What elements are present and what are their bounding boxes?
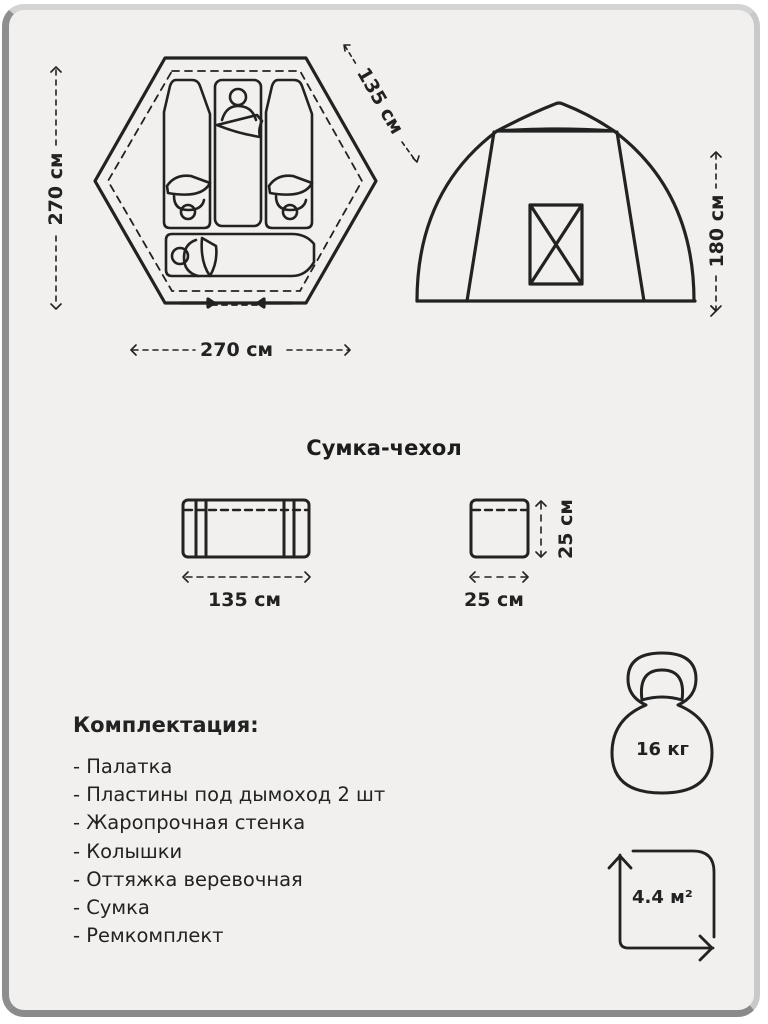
- side-height-label: 180 см: [706, 194, 728, 268]
- width-dimension-arrow: [130, 344, 351, 356]
- bag-end-icon: [469, 498, 530, 559]
- kit-title: Комплектация:: [73, 713, 259, 737]
- window-icon: [528, 203, 584, 286]
- floor-depth-label: 270 см: [45, 152, 67, 226]
- kit-item: - Колышки: [73, 839, 183, 863]
- bag-width-arrow: [469, 571, 529, 583]
- kit-list: - Палатка - Пластины под дымоход 2 шт - …: [73, 753, 385, 950]
- tent-side-view-icon: [415, 101, 697, 303]
- bag-long-icon: [181, 498, 311, 559]
- bag-length-arrow: [182, 571, 311, 583]
- area-icon: [607, 849, 716, 962]
- bag-title: Сумка-чехол: [306, 436, 462, 460]
- tent-floor-plan-icon: [93, 56, 378, 309]
- kit-item: - Оттяжка веревочная: [73, 867, 303, 891]
- kit-item: - Сумка: [73, 896, 150, 920]
- weight-kettlebell-icon: [610, 651, 714, 795]
- bag-length-label: 135 см: [208, 589, 282, 611]
- kit-item: - Пластины под дымоход 2 шт: [73, 783, 386, 807]
- height-dimension-arrow: [710, 151, 722, 317]
- depth-dimension-arrow: [50, 66, 62, 310]
- bag-width-label: 25 см: [464, 589, 524, 611]
- weight-value: 16 кг: [636, 739, 689, 760]
- bag-height-label: 25 см: [555, 499, 577, 559]
- side-dimension-arrow: [343, 44, 420, 163]
- floor-width-label: 270 см: [200, 339, 274, 361]
- kit-item: - Жаропрочная стенка: [73, 811, 306, 835]
- area-value: 4.4 м²: [632, 887, 693, 908]
- card-frame: [2, 4, 760, 1017]
- kit-item: - Палатка: [73, 755, 173, 778]
- kit-item: - Ремкомплект: [73, 924, 224, 948]
- sleeping-bag-icon: [162, 78, 316, 278]
- bag-height-arrow: [535, 500, 547, 558]
